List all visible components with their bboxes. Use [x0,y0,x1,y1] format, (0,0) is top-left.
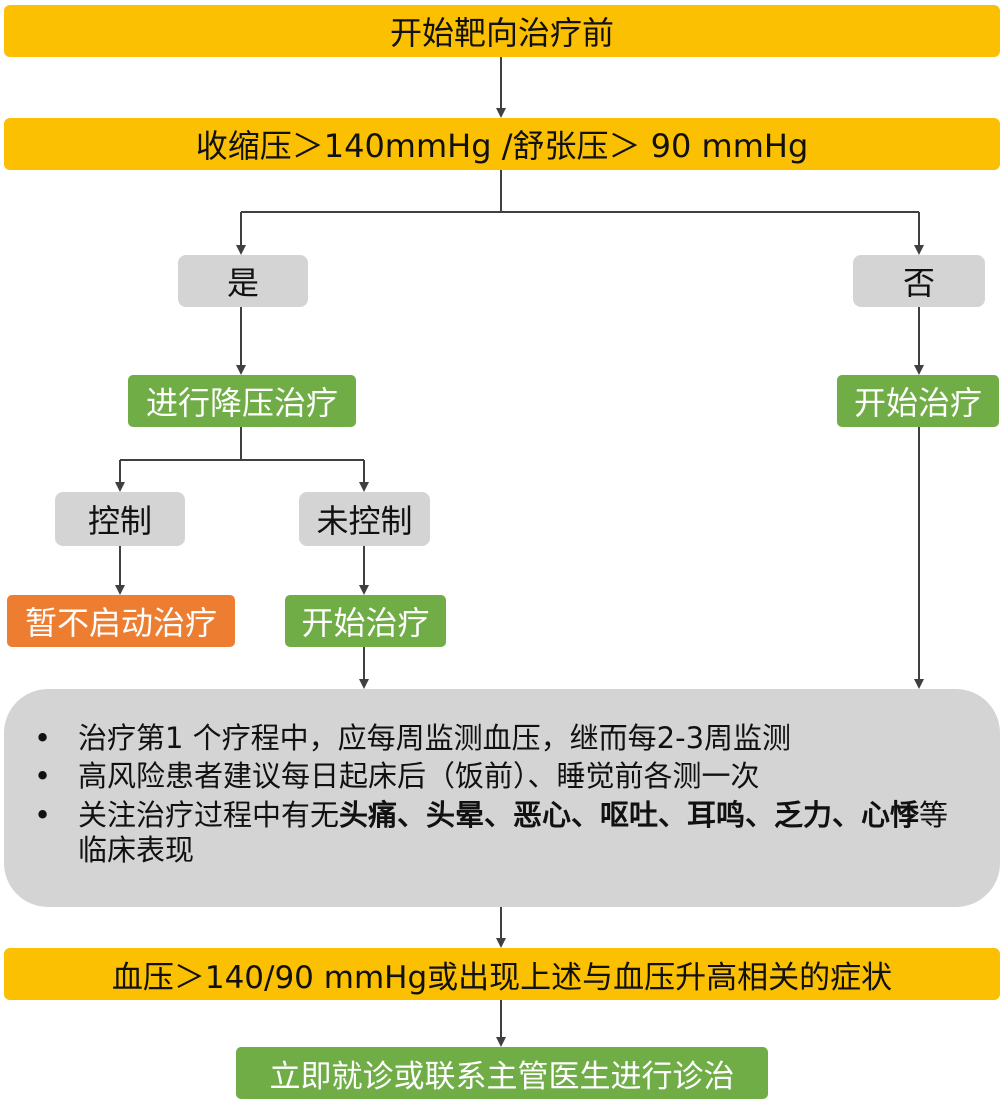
bp-high-box: 血压＞140/90 mmHg或出现上述与血压升高相关的症状 [4,948,1000,1000]
bp-condition-label: 收缩压＞140mmHg /舒张压＞ 90 mmHg [195,127,809,165]
start-treatment-right-box: 开始治疗 [837,375,999,427]
start-treatment-right-label: 开始治疗 [853,384,982,422]
monitoring-item-3-symptoms: 头痛、头晕、恶心、呕吐、耳鸣、乏力、心悸 [339,797,920,832]
start-treatment-mid-box: 开始治疗 [285,595,446,647]
uncontrolled-label: 未控制 [316,502,413,540]
pause-treatment-box: 暂不启动治疗 [7,595,235,647]
yes-box: 是 [178,255,308,307]
yes-label: 是 [226,264,259,302]
monitoring-item-1-text: 治疗第1 个疗程中，应每周监测血压，继而每2-3周监测 [78,721,792,755]
antihypertensive-box: 进行降压治疗 [128,375,356,427]
monitoring-item-3: • 关注治疗过程中有无头痛、头晕、恶心、呕吐、耳鸣、乏力、心悸等临床表现 [34,798,970,869]
final-action-label: 立即就诊或联系主管医生进行诊治 [269,1058,735,1095]
bp-condition-box: 收缩压＞140mmHg /舒张压＞ 90 mmHg [4,118,1000,170]
monitoring-list: • 治疗第1 个疗程中，应每周监测血压，继而每2-3周监测 • 高风险患者建议每… [34,721,970,869]
controlled-box: 控制 [55,492,185,546]
monitoring-item-2: • 高风险患者建议每日起床后（饭前）、睡觉前各测一次 [34,759,970,794]
bullet-icon: • [34,797,52,832]
antihypertensive-label: 进行降压治疗 [145,384,338,422]
start-box: 开始靶向治疗前 [4,5,1000,57]
pause-treatment-label: 暂不启动治疗 [24,604,217,642]
controlled-label: 控制 [87,502,152,540]
monitoring-item-1: • 治疗第1 个疗程中，应每周监测血压，继而每2-3周监测 [34,721,970,756]
monitoring-item-2-text: 高风险患者建议每日起床后（饭前）、睡觉前各测一次 [78,759,760,794]
bp-high-label: 血压＞140/90 mmHg或出现上述与血压升高相关的症状 [111,959,893,996]
start-label: 开始靶向治疗前 [389,14,614,52]
monitoring-item-3-suffix: 等临床表现 [78,797,949,868]
monitoring-item-3-prefix: 关注治疗过程中有无 [78,797,340,832]
no-label: 否 [902,264,935,302]
final-action-box: 立即就诊或联系主管医生进行诊治 [236,1047,768,1099]
no-box: 否 [853,255,985,307]
bullet-icon: • [34,721,52,755]
monitoring-box: • 治疗第1 个疗程中，应每周监测血压，继而每2-3周监测 • 高风险患者建议每… [4,689,1000,907]
uncontrolled-box: 未控制 [299,492,430,546]
start-treatment-mid-label: 开始治疗 [301,604,430,642]
bullet-icon: • [34,759,52,794]
